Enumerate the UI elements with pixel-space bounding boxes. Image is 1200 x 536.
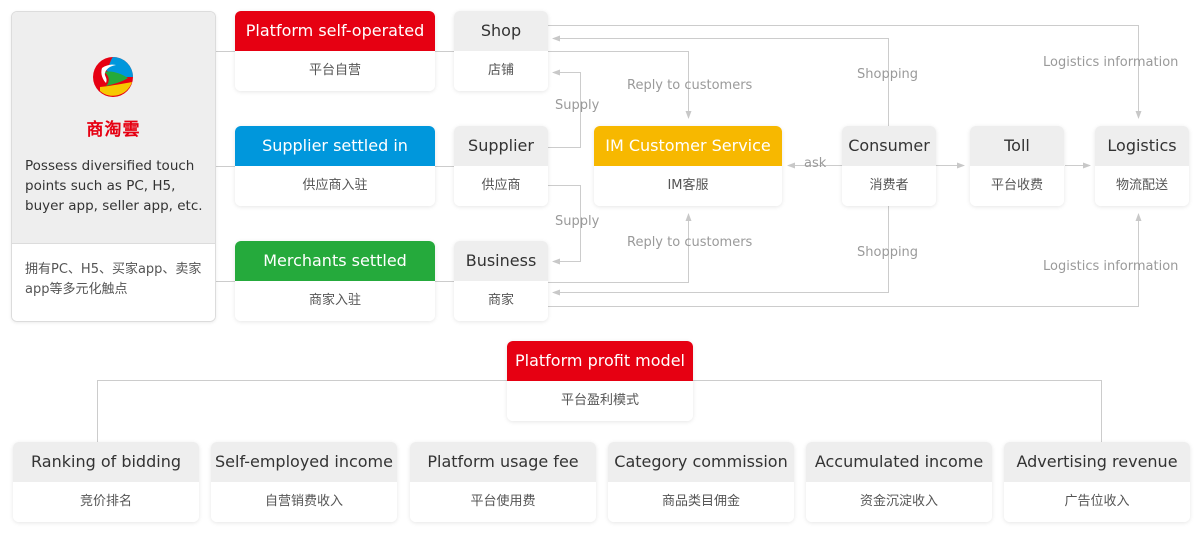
profit-item-subtitle: 商品类目佣金 (608, 482, 794, 522)
channel-title: Merchants settled (235, 241, 435, 281)
channel-self-operated: Platform self-operated 平台自营 (235, 11, 435, 91)
link-shop-logistics-info (548, 25, 1142, 119)
profit-item-commission: Category commission 商品类目佣金 (608, 442, 794, 522)
flow-title: Toll (970, 126, 1064, 166)
entity-subtitle: 店铺 (454, 51, 548, 91)
im-title: IM Customer Service (594, 126, 782, 166)
channel-subtitle: 平台自营 (235, 51, 435, 91)
entity-supplier: Supplier 供应商 (454, 126, 548, 206)
profit-item-accumulated: Accumulated income 资金沉淀收入 (806, 442, 992, 522)
channel-merchants-settled: Merchants settled 商家入驻 (235, 241, 435, 321)
profit-item-subtitle: 资金沉淀收入 (806, 482, 992, 522)
edge-label-supply-top: Supply (555, 98, 600, 113)
flow-logistics: Logistics 物流配送 (1095, 126, 1189, 206)
edge-label-shopping-bottom: Shopping (857, 245, 919, 260)
profit-item-bidding: Ranking of bidding 竞价排名 (13, 442, 199, 522)
edge-label-reply-bottom: Reply to customers (627, 235, 753, 250)
channel-title: Platform self-operated (235, 11, 435, 51)
channel-subtitle: 供应商入驻 (235, 166, 435, 206)
channel-supplier-settled: Supplier settled in 供应商入驻 (235, 126, 435, 206)
profit-item-subtitle: 平台使用费 (410, 482, 596, 522)
profit-model-subtitle: 平台盈利模式 (507, 381, 693, 421)
profit-item-title: Self-employed income (211, 442, 397, 482)
entity-title: Business (454, 241, 548, 281)
entity-title: Shop (454, 11, 548, 51)
profit-item-advertising: Advertising revenue 广告位收入 (1004, 442, 1190, 522)
platform-intro-panel: 商淘雲 Possess diversified touch points suc… (11, 11, 216, 322)
description-cn: 拥有PC、H5、买家app、卖家app等多元化触点 (25, 262, 202, 297)
profit-item-title: Ranking of bidding (13, 442, 199, 482)
link-supply-shop (548, 69, 581, 148)
profit-item-title: Category commission (608, 442, 794, 482)
link-supply-business (548, 185, 581, 265)
edge-label-ask: ask (804, 156, 827, 171)
channel-title: Supplier settled in (235, 126, 435, 166)
profit-model-title: Platform profit model (507, 341, 693, 381)
profit-item-title: Platform usage fee (410, 442, 596, 482)
flow-toll: Toll 平台收费 (970, 126, 1064, 206)
link-shop-im (548, 51, 692, 119)
entity-subtitle: 供应商 (454, 166, 548, 206)
im-customer-service: IM Customer Service IM客服 (594, 126, 782, 206)
entity-business: Business 商家 (454, 241, 548, 321)
profit-item-subtitle: 自营销费收入 (211, 482, 397, 522)
profit-item-subtitle: 广告位收入 (1004, 482, 1190, 522)
profit-item-self-employed: Self-employed income 自营销费收入 (211, 442, 397, 522)
profit-item-subtitle: 竞价排名 (13, 482, 199, 522)
flow-title: Consumer (842, 126, 936, 166)
entity-shop: Shop 店铺 (454, 11, 548, 91)
edge-label-logistics-info-bottom: Logistics information (1043, 259, 1179, 274)
link-consumer-shop (552, 35, 889, 126)
brand-name: 商淘雲 (86, 120, 141, 140)
entity-title: Supplier (454, 126, 548, 166)
edge-label-supply-bottom: Supply (555, 214, 600, 229)
edge-label-reply-top: Reply to customers (627, 78, 753, 93)
flow-subtitle: 平台收费 (970, 166, 1064, 206)
edge-label-shopping-top: Shopping (857, 67, 919, 82)
link-business-im (548, 213, 692, 283)
channel-subtitle: 商家入驻 (235, 281, 435, 321)
link-consumer-business (552, 206, 889, 296)
profit-item-title: Advertising revenue (1004, 442, 1190, 482)
profit-item-title: Accumulated income (806, 442, 992, 482)
flow-consumer: Consumer 消费者 (842, 126, 936, 206)
flow-subtitle: 物流配送 (1095, 166, 1189, 206)
brand-logo-icon (93, 57, 133, 97)
im-subtitle: IM客服 (594, 166, 782, 206)
flow-subtitle: 消费者 (842, 166, 936, 206)
profit-model: Platform profit model 平台盈利模式 (507, 341, 693, 421)
link-business-logistics-info (548, 213, 1142, 307)
flow-title: Logistics (1095, 126, 1189, 166)
entity-subtitle: 商家 (454, 281, 548, 321)
profit-item-usage-fee: Platform usage fee 平台使用费 (410, 442, 596, 522)
edge-label-logistics-info-top: Logistics information (1043, 55, 1179, 70)
description-en: Possess diversified touch points such as… (25, 158, 203, 214)
